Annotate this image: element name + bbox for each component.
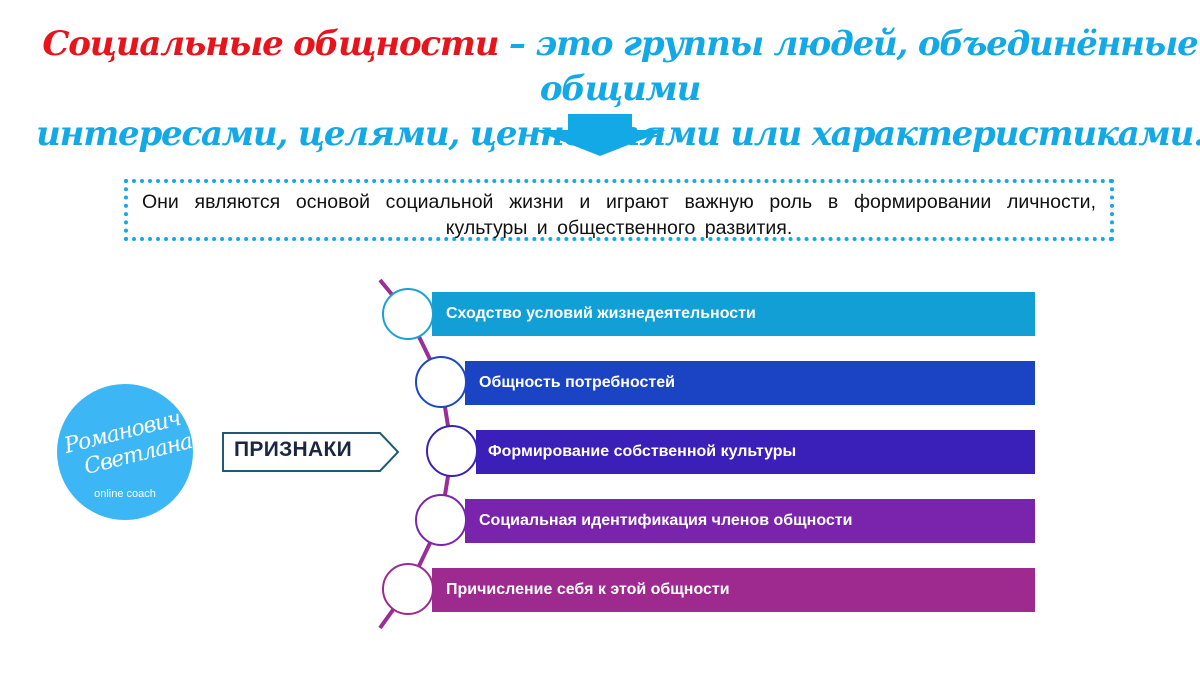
feature-label: Формирование собственной культуры <box>488 443 797 460</box>
feature-bar-1: Сходство условий жизнедеятельности <box>432 292 1035 336</box>
author-logo: Романович Светлана online coach <box>57 384 195 520</box>
down-arrow-icon <box>534 114 666 156</box>
feature-label: Социальная идентификация членов общности <box>479 512 853 529</box>
features-label-tag: ПРИЗНАКИ <box>222 432 400 472</box>
feature-bar-2: Общность потребностей <box>465 361 1035 405</box>
timeline-node-2-circle-icon <box>415 356 467 408</box>
timeline-node-3-circle-icon <box>426 425 478 477</box>
feature-bar-3: Формирование собственной культуры <box>476 430 1035 474</box>
feature-label: Сходство условий жизнедеятельности <box>446 305 756 322</box>
timeline-node-4-circle-icon <box>415 494 467 546</box>
feature-bar-5: Причисление себя к этой общности <box>432 568 1035 612</box>
logo-subtitle: online coach <box>94 488 156 500</box>
headline-definition-part-1: – это группы людей, объединённые общими <box>498 24 1199 109</box>
headline-term: Социальные общности <box>42 24 499 64</box>
feature-bar-4: Социальная идентификация членов общности <box>465 499 1035 543</box>
features-label-text: ПРИЗНАКИ <box>234 438 352 461</box>
headline-line-1: Социальные общности – это группы людей, … <box>0 22 1200 112</box>
info-box: Они являются основой социальной жизни и … <box>124 179 1114 241</box>
timeline-node-5-circle-icon <box>382 563 434 615</box>
info-box-text: Они являются основой социальной жизни и … <box>142 191 1096 239</box>
feature-label: Общность потребностей <box>479 374 675 391</box>
timeline-node-1-circle-icon <box>382 288 434 340</box>
feature-label: Причисление себя к этой общности <box>446 581 730 598</box>
